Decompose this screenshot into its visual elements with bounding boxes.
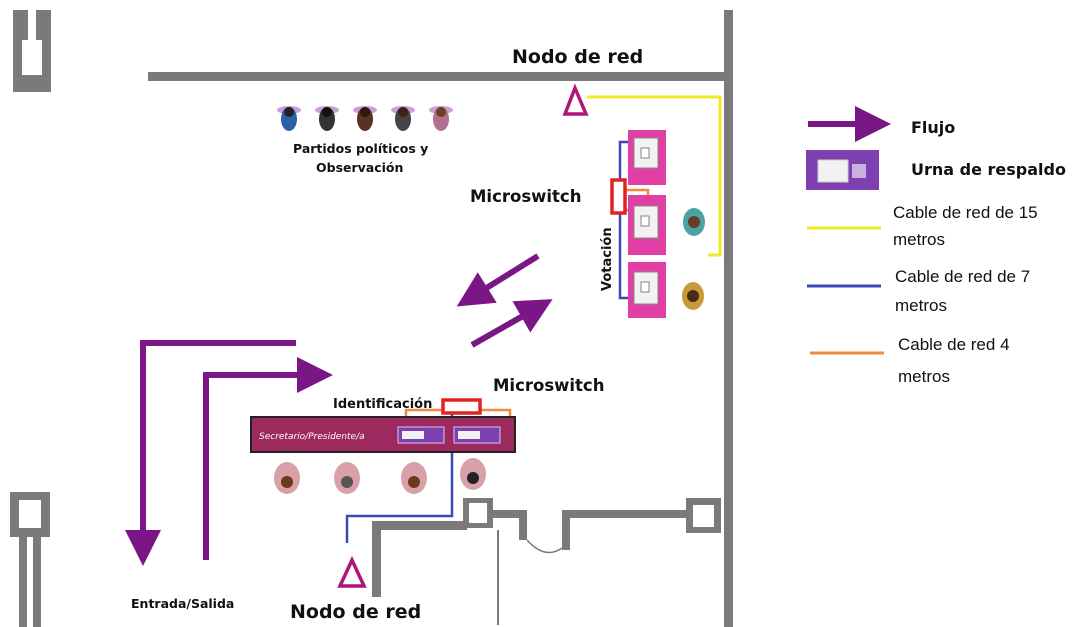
ballot-box-icon [806, 150, 879, 190]
network-node-icon [337, 555, 367, 588]
voting-booth-icon [628, 195, 666, 255]
legend-cable-7-line1: Cable de red de 7 [895, 267, 1030, 286]
legend-cable-7-line2: metros [895, 296, 947, 315]
officials [274, 458, 486, 494]
bottom-partition [372, 521, 467, 530]
voting-label: Votación [600, 227, 615, 291]
legend-flow: Flujo [911, 118, 955, 137]
table-label: Secretario/Presidente/a [259, 432, 365, 442]
microswitch-label-mid: Microswitch [493, 376, 604, 395]
network-node-icon [562, 83, 589, 116]
top-wall [148, 72, 733, 81]
legend-cable-15-line2: metros [893, 230, 945, 249]
person-icon [334, 462, 360, 494]
officials-table [250, 416, 516, 453]
cable-7m-table [345, 412, 454, 543]
cable-7m-booths [618, 140, 628, 300]
parties-label-line1: Partidos políticos y [293, 141, 428, 156]
legend-cable-15-line1: Cable de red de 15 [893, 203, 1038, 222]
person-icon [391, 106, 415, 131]
identification-label: Identificación [333, 397, 432, 412]
voting-booth-icon [628, 262, 666, 318]
microswitch-icon [441, 398, 482, 415]
voting-booth-icon [628, 130, 666, 185]
cable-15m [587, 95, 722, 257]
person-icon [682, 282, 704, 310]
person-icon [277, 106, 301, 131]
ballot-box-icon [397, 426, 445, 444]
person-icon [274, 462, 300, 494]
legend-backup-box: Urna de respaldo [911, 160, 1066, 179]
voting-booths [628, 130, 666, 318]
door-swing [526, 539, 563, 554]
node-bottom-label: Nodo de red [290, 601, 421, 623]
ballot-box-icon [453, 426, 501, 444]
microswitch-icon [610, 178, 627, 215]
microswitch-label-top: Microswitch [470, 187, 581, 206]
right-wall [724, 10, 733, 627]
person-icon [460, 458, 486, 490]
flow-arrows [125, 253, 553, 566]
person-icon [315, 106, 339, 131]
flow-arrow-icon [125, 340, 296, 566]
entrance-label: Entrada/Salida [131, 596, 234, 611]
person-icon [401, 462, 427, 494]
flow-arrow-icon [456, 253, 540, 307]
party-observers [277, 106, 453, 131]
person-icon [353, 106, 377, 131]
legend: Flujo Urna de respaldo Cable de red de 1… [806, 106, 1066, 386]
person-icon [429, 106, 453, 131]
legend-cable-4-line1: Cable de red 4 [898, 335, 1010, 354]
legend-cable-4-line2: metros [898, 367, 950, 386]
person-icon [683, 208, 705, 236]
node-top-label: Nodo de red [512, 46, 643, 68]
walls [10, 10, 733, 627]
flow-arrow-icon [470, 299, 553, 348]
flow-arrow-icon [203, 357, 333, 560]
parties-label-line2: Observación [316, 160, 403, 175]
